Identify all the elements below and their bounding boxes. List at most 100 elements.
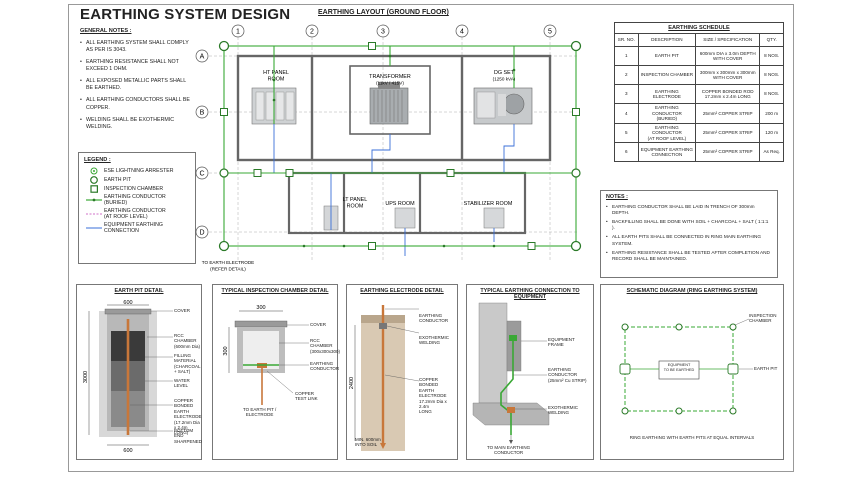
note-item: BACKFILLING SHALL BE DONE WITH SOIL + CH… <box>606 219 772 231</box>
earth-pits <box>218 40 582 252</box>
earthing-schedule: EARTHING SCHEDULE SR. NO. DESCRIPTION SI… <box>614 22 784 162</box>
ring-schematic-drawing <box>619 318 753 415</box>
detail-title: TYPICAL EARTHING CONNECTION TO EQUIPMENT <box>480 288 580 300</box>
schedule-cell: INSPECTION CHAMBER <box>637 65 697 85</box>
general-note: ALL EARTHING CONDUCTORS SHALL BE COPPER. <box>80 97 190 111</box>
ups-equipment <box>394 207 416 229</box>
page-title: EARTHING SYSTEM DESIGN <box>80 6 291 23</box>
inspection-chamber-detail: TYPICAL INSPECTION CHAMBER DETAIL 300 30… <box>212 284 340 460</box>
schedule-cell: 5 <box>614 122 639 143</box>
schedule-heading: EARTHING SCHEDULE <box>614 22 784 33</box>
inspection-chambers <box>220 42 580 250</box>
general-notes: GENERAL NOTES : ALL EARTHING SYSTEM SHAL… <box>80 28 190 136</box>
schedule-cell: 25mm² COPPER STRIP <box>695 103 761 124</box>
room-label-transformer-rating: (11kV / 415V) <box>376 81 404 86</box>
electrode-detail: EARTHING ELECTRODE DETAIL 2400 EARTHING … <box>346 284 458 460</box>
chamber-drawing: 300 300 <box>223 305 309 405</box>
roof-conductor-icon <box>84 211 104 217</box>
electrode-label-conductor: EARTHING CONDUCTOR <box>419 313 449 324</box>
dim-label: 300 <box>256 305 265 311</box>
detail-title: SCHEMATIC DIAGRAM (RING EARTHING SYSTEM) <box>626 288 758 294</box>
grid-row-label: B <box>200 110 205 117</box>
earth-pit-drawing: 600 3000 600 <box>83 300 173 454</box>
note-item: ALL EARTH PITS SHALL BE CONNECTED IN RIN… <box>606 234 772 246</box>
schedule-col-header: SR. NO. <box>614 33 639 47</box>
room-label-stabilizer: STABILIZER ROOM <box>464 201 513 207</box>
note-item: EARTHING RESISTANCE SHALL BE TESTED AFTE… <box>606 250 772 262</box>
schedule-cell: 25mm² COPPER STRIP <box>695 142 761 162</box>
schedule-cell: 3 <box>614 84 639 104</box>
grid-col-bubbles: 1 2 3 4 5 <box>231 24 557 38</box>
legend-label: EARTHING CONDUCTOR (BURIED) <box>104 194 166 206</box>
earth-pit-detail: EARTH PIT DETAIL 600 3000 600 COVER RCC … <box>76 284 202 460</box>
schedule-cell: EARTHING CONDUCTOR (AT ROOF LEVEL) <box>637 122 697 143</box>
dim-label: 3000 <box>83 371 89 383</box>
legend-heading: LEGEND : <box>84 157 111 163</box>
table-row: 6 EQUIPMENT EARTHING CONNECTION 25mm² CO… <box>614 142 784 162</box>
buried-conductor-icon <box>84 197 104 203</box>
grid-col-label: 5 <box>548 29 552 36</box>
equipment-label-frame: EQUIPMENT FRAME <box>548 337 575 348</box>
equipment-label-conductor: EARTHING CONDUCTOR (25mm² Cu STRIP) <box>548 367 587 383</box>
grid-row-label: C <box>199 171 204 178</box>
room-label-dg-rating: (1250 kVA) <box>493 77 516 82</box>
general-notes-heading: GENERAL NOTES : <box>80 28 132 34</box>
general-note: ALL EARTHING SYSTEM SHALL COMPLY AS PER … <box>80 40 190 54</box>
schedule-cell: 1 <box>614 46 639 66</box>
pit-label-chamber: RCC CHAMBER (600mm Dia) <box>174 333 201 349</box>
equipment-earthing-icon <box>84 225 104 231</box>
table-row: 3 EARTHING ELECTRODE COPPER BONDED ROD 1… <box>614 84 784 104</box>
ring-earthing-conductor <box>223 45 577 247</box>
to-electrode-note: TO EARTH ELECTRODE(REFER DETAIL) <box>202 260 254 272</box>
pit-label-filling: FILLING MATERIAL (CHARCOAL + SALT) <box>174 353 201 375</box>
dim-label: 600 <box>123 448 132 454</box>
grid-row-label: D <box>199 230 204 237</box>
schematic-caption: RING EARTHING WITH EARTH PITS AT EQUAL I… <box>629 435 755 440</box>
general-note: WELDING SHALL BE EXOTHERMIC WELDING. <box>80 117 190 131</box>
schematic-label-equipment: EQUIPMENT TO BE EARTHED <box>663 363 695 372</box>
grid-col-label: 3 <box>381 29 385 36</box>
schedule-cell: EARTHING ELECTRODE <box>637 84 697 104</box>
grid-row-bubbles: A B C D <box>195 49 209 239</box>
equipment-earthing-lines <box>273 124 515 256</box>
schedule-table: SR. NO. DESCRIPTION SIZE / SPECIFICATION… <box>614 33 784 162</box>
schedule-cell: EARTH PIT <box>637 46 697 66</box>
room-label-ups: UPS ROOM <box>385 201 415 207</box>
notes-heading: NOTES : <box>606 194 628 200</box>
ring-junction-dots <box>272 54 516 248</box>
schedule-cell: 25mm² COPPER STRIP <box>695 122 761 143</box>
electrode-label-min: MIN. 600mm INTO SOIL <box>355 437 381 448</box>
schematic-diagram: SCHEMATIC DIAGRAM (RING EARTHING SYSTEM)… <box>600 284 784 460</box>
notes-box: NOTES : EARTHING CONDUCTOR SHALL BE LAID… <box>600 190 778 278</box>
ese-arrester-icon <box>84 167 104 175</box>
general-note: ALL EXPOSED METALLIC PARTS SHALL BE EART… <box>80 78 190 92</box>
stabilizer-equipment <box>483 207 505 229</box>
note-item: EARTHING CONDUCTOR SHALL BE LAID IN TREN… <box>606 204 772 216</box>
dim-label: 300 <box>223 346 229 355</box>
legend-label: EQUIPMENT EARTHING CONNECTION <box>104 222 163 234</box>
earthing-layout-plan: 1 2 3 4 5 A B C D <box>195 24 582 272</box>
schedule-cell: 6 <box>614 142 639 162</box>
legend-label: INSPECTION CHAMBER <box>104 185 164 192</box>
grid-col-label: 4 <box>460 29 464 36</box>
detail-title: TYPICAL INSPECTION CHAMBER DETAIL <box>221 288 329 294</box>
legend-label: EARTHING CONDUCTOR (AT ROOF LEVEL) <box>104 208 166 220</box>
schedule-cell: 200 m <box>759 103 784 124</box>
layout-title: EARTHING LAYOUT (GROUND FLOOR) <box>318 9 449 16</box>
grid-col-label: 1 <box>236 29 240 36</box>
schedule-col-header: SIZE / SPECIFICATION <box>695 33 761 47</box>
equipment-label-welding: EXOTHERMIC WELDING <box>548 405 579 416</box>
table-row: 2 INSPECTION CHAMBER 300mm x 300mm x 300… <box>614 65 784 85</box>
schedule-cell: EARTHING CONDUCTOR (BURIED) <box>637 103 697 124</box>
equipment-connection-drawing <box>472 302 550 444</box>
room-label-dg-set: DG SET <box>494 70 515 76</box>
schedule-col-header: QTY. <box>759 33 784 47</box>
table-row: 1 EARTH PIT 600mm DIA x 3.0m DEPTH WITH … <box>614 46 784 66</box>
schedule-cell: 600mm DIA x 3.0m DEPTH WITH COVER <box>695 46 761 66</box>
legend-label: EARTH PIT <box>104 176 131 183</box>
pit-label-cover: COVER <box>174 308 191 313</box>
schedule-cell: 120 m <box>759 122 784 143</box>
schedule-cell: 8 NOS. <box>759 46 784 66</box>
electrode-drawing: 2400 <box>349 305 420 451</box>
